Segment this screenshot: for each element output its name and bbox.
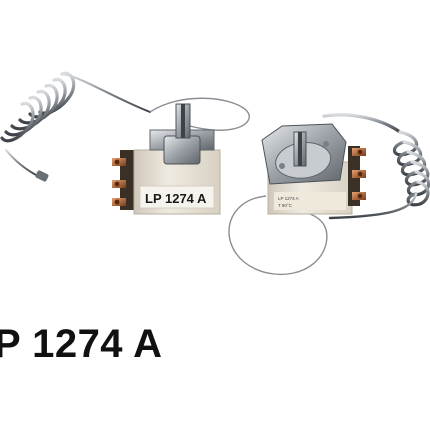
left-thermostat: LP 1274 A [0,71,250,215]
left-model-label: LP 1274 A [145,191,207,206]
right-label-line2: T 90°C [278,203,293,208]
model-caption: P 1274 A [0,322,163,366]
right-label-line1: LP 1274 A [278,196,299,201]
right-capillary-wire [228,195,328,276]
right-thermostat: LP 1274 A T 90°C [228,113,430,276]
left-capillary-coil [0,71,151,182]
left-capillary-wire [149,97,250,131]
right-capillary-coil [322,113,430,220]
